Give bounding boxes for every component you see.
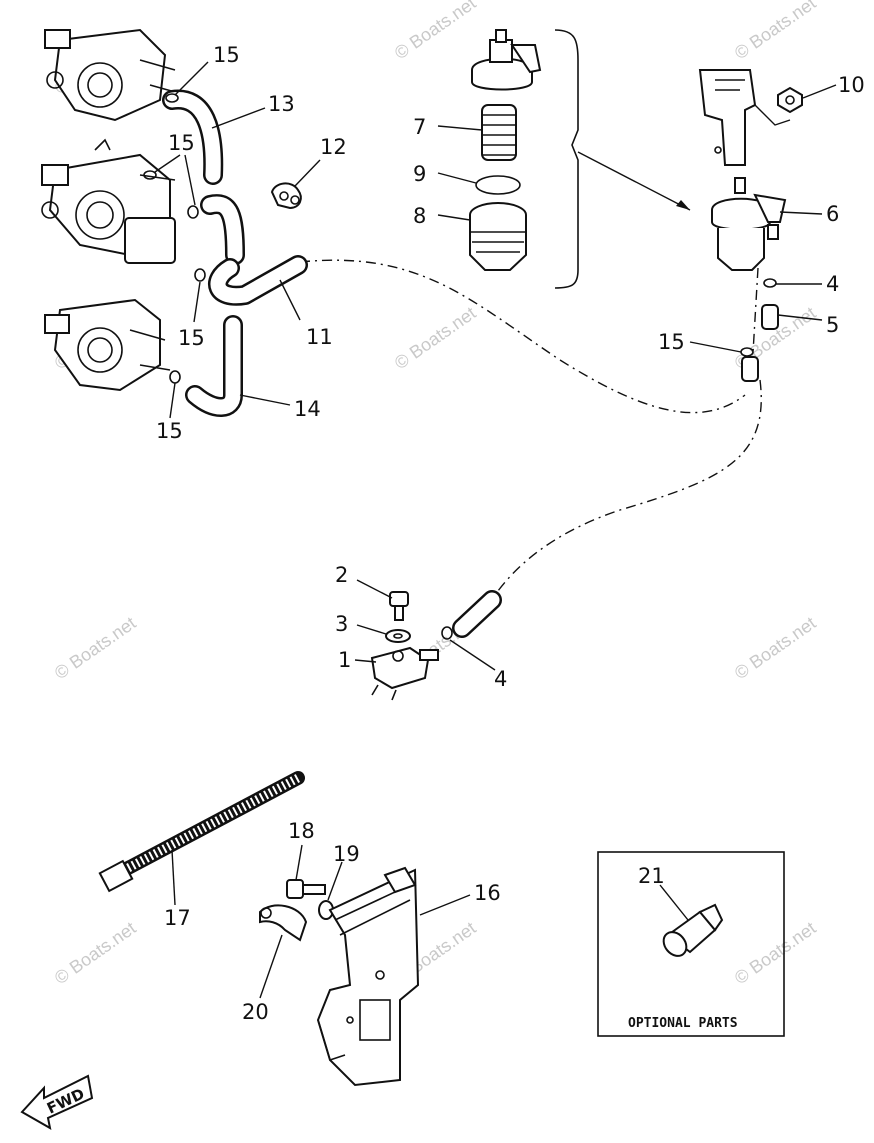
fuel-line-route	[299, 259, 746, 414]
cable-tie-17	[98, 771, 305, 906]
explode-arrow	[577, 151, 691, 211]
nut-10	[777, 86, 803, 114]
hose-13	[162, 89, 224, 185]
bracket-16	[316, 866, 420, 1087]
callout-8: 8	[413, 204, 426, 228]
fitting-21	[659, 884, 724, 957]
callout-15: 15	[213, 43, 240, 67]
optional-parts-label: OPTIONAL PARTS	[628, 1016, 738, 1031]
watermark: © Boats.net	[391, 0, 480, 63]
carburetor-middle	[41, 138, 176, 264]
clamp-12	[270, 182, 302, 210]
bolt-18	[286, 879, 326, 899]
callout-10: 10	[838, 73, 865, 97]
optional-parts-box: 21 OPTIONAL PARTS	[597, 851, 785, 1037]
filter-element-8	[469, 202, 527, 271]
bracket-right	[554, 29, 579, 289]
callout-16: 16	[474, 881, 501, 905]
clip-4-upper	[763, 278, 777, 288]
watermark: © Boats.net	[391, 303, 480, 373]
filter-drop-line	[751, 267, 759, 371]
filter-spring-7	[481, 104, 517, 161]
callout-5: 5	[826, 313, 839, 337]
hose-middle-bend	[200, 194, 245, 265]
hose-5	[761, 304, 779, 330]
watermark: © Boats.net	[51, 918, 140, 988]
watermark: © Boats.net	[731, 0, 820, 63]
callout-4: 4	[494, 667, 507, 691]
hose-joint-diagonal	[452, 590, 502, 638]
callout-15: 15	[178, 326, 205, 350]
callout-15: 15	[156, 419, 183, 443]
callout-9: 9	[413, 162, 426, 186]
watermark: © Boats.net	[731, 918, 820, 988]
watermark: © Boats.net	[51, 613, 140, 683]
clip-4-lower	[441, 626, 453, 640]
watermark: © Boats.net	[731, 613, 820, 683]
callout-13: 13	[268, 92, 295, 116]
callout-15: 15	[168, 131, 195, 155]
fuel-filter-6	[711, 177, 787, 271]
hose-short-lower	[741, 356, 759, 382]
callouts-lower: 18 19 16 20	[242, 819, 501, 1024]
callout-18: 18	[288, 819, 315, 843]
filter-cap	[471, 29, 542, 91]
filter-bracket	[698, 69, 757, 166]
callout-2: 2	[335, 563, 348, 587]
callout-6: 6	[826, 202, 839, 226]
explode-arrowhead	[676, 200, 690, 210]
bolt-2	[389, 591, 409, 621]
fuel-joint-1	[370, 646, 439, 701]
callout-20: 20	[242, 1000, 269, 1024]
callout-11: 11	[306, 325, 333, 349]
washer-3	[385, 629, 411, 643]
callout-3: 3	[335, 612, 348, 636]
callout-14: 14	[294, 397, 321, 421]
hose-11	[208, 255, 308, 306]
nut-path	[754, 104, 791, 126]
fwd-arrow-icon: FWD	[20, 1074, 94, 1130]
callout-1: 1	[338, 648, 351, 672]
callout-17: 17	[164, 906, 191, 930]
callout-4: 4	[826, 272, 839, 296]
callouts: 15 13 15 12 15 11 14 15 7 9 8 10 6 4 5 1…	[154, 43, 865, 691]
o-ring-9	[475, 175, 521, 195]
callout-19: 19	[333, 842, 360, 866]
callout-15: 15	[658, 330, 685, 354]
callout-7: 7	[413, 115, 426, 139]
carburetor-top	[44, 28, 176, 122]
callout-21: 21	[638, 864, 665, 888]
carburetor-bottom	[44, 298, 171, 392]
clamp-20	[259, 904, 308, 942]
callout-12: 12	[320, 135, 347, 159]
hose-14	[185, 315, 243, 417]
fuel-line-route-lower	[494, 379, 762, 596]
